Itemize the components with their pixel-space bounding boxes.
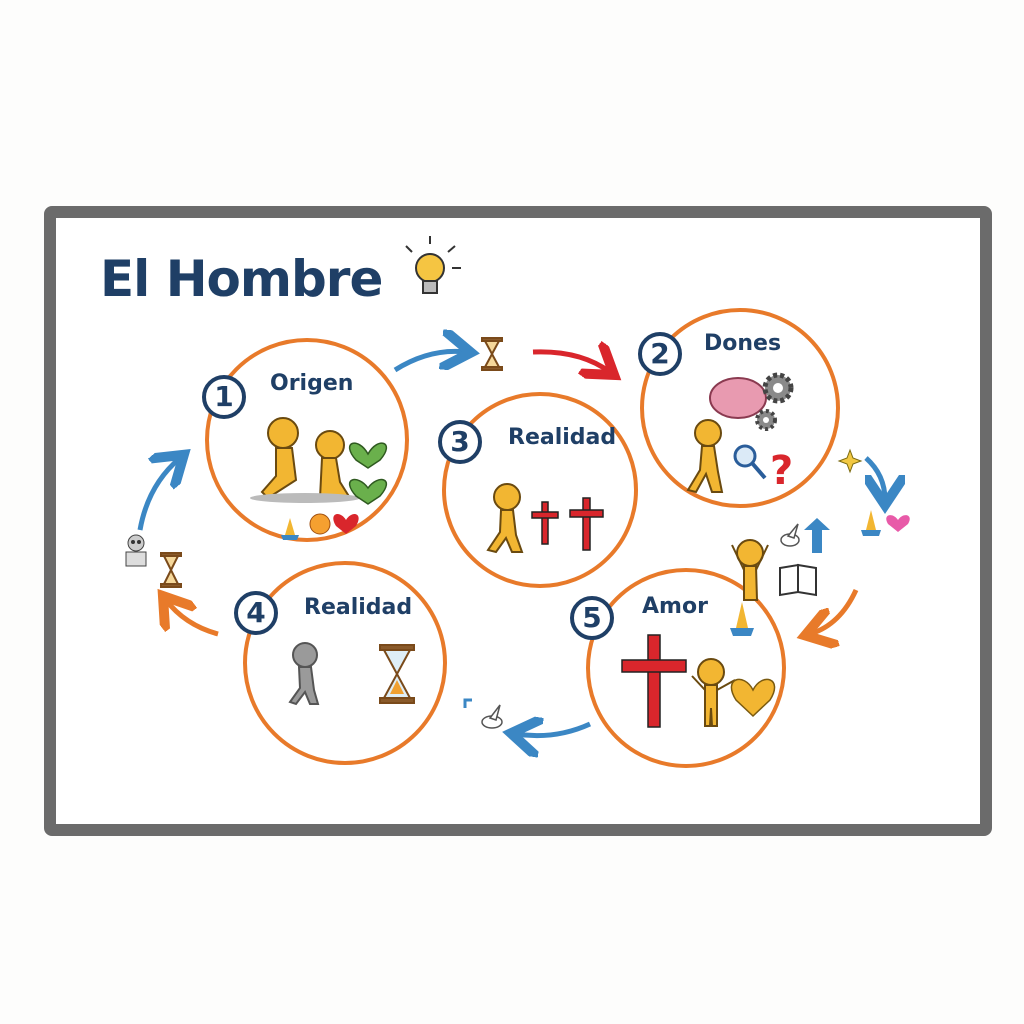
praying-hands-icon [730, 602, 754, 636]
arrow-1-to-hourglass [393, 351, 466, 370]
stage-2-number-badge: 2 [638, 332, 682, 376]
page-title: El Hombre [100, 250, 383, 308]
gold-heart-icon [730, 678, 776, 718]
question-mark-icon: ? [770, 448, 793, 494]
cross-icon [569, 497, 604, 551]
stage-2-label: Dones [704, 331, 782, 356]
gray-figure-crumbling-icon [288, 642, 320, 706]
blushing-face-icon [309, 513, 331, 535]
stage-4-circle [243, 561, 447, 765]
red-heart-icon [333, 514, 359, 534]
stage-5-label: Amor [642, 594, 708, 619]
arrow-2-down [864, 456, 885, 500]
stage-1-circle [205, 338, 409, 542]
walking-figure-icon [686, 419, 724, 494]
dove-icon [780, 523, 800, 547]
arrow-5-to-4 [516, 724, 592, 736]
green-heart-icon [348, 442, 388, 469]
gear-icon [755, 409, 777, 431]
stage-5-circle [586, 568, 786, 768]
happy-figure-icon [691, 658, 736, 727]
pink-heart-icon [886, 515, 910, 532]
arrow-hourglass-to-2 [532, 352, 610, 372]
stage-4-label: Realidad [304, 595, 413, 620]
sparkle-icon [837, 448, 863, 474]
stage-4-number-badge: 4 [234, 591, 278, 635]
open-book-icon [779, 563, 817, 597]
walking-figure-icon [486, 483, 524, 554]
hourglass-icon [379, 644, 415, 704]
lightbulb-icon [405, 236, 461, 294]
stage-2-circle [640, 308, 840, 508]
up-arrow-icon [804, 518, 830, 553]
rejoicing-figure-icon [731, 539, 769, 601]
arrow-to-5 [810, 588, 859, 634]
praying-hands-icon [861, 510, 881, 536]
praying-hands-icon [281, 518, 299, 540]
cross-icon [621, 634, 687, 728]
stage-1-label: Origen [270, 371, 354, 396]
magnifier-icon [733, 444, 767, 480]
stage-1-number-badge: 1 [202, 375, 246, 419]
skull-icon [125, 534, 147, 567]
brain-icon [709, 377, 767, 419]
green-heart-icon [348, 478, 388, 505]
cross-icon [531, 501, 559, 545]
gear-icon [762, 372, 794, 404]
stage-5-number-badge: 5 [570, 596, 614, 640]
arrow-to-1 [137, 458, 180, 531]
stage-3-circle [442, 392, 638, 588]
dove-icon [463, 698, 503, 729]
stage-3-label: Realidad [508, 425, 617, 450]
stage-3-number-badge: 3 [438, 420, 482, 464]
hourglass-icon [160, 552, 182, 588]
two-figures-kneeling-icon [250, 417, 360, 503]
hourglass-icon [481, 337, 503, 371]
arrow-4-up [166, 600, 219, 637]
